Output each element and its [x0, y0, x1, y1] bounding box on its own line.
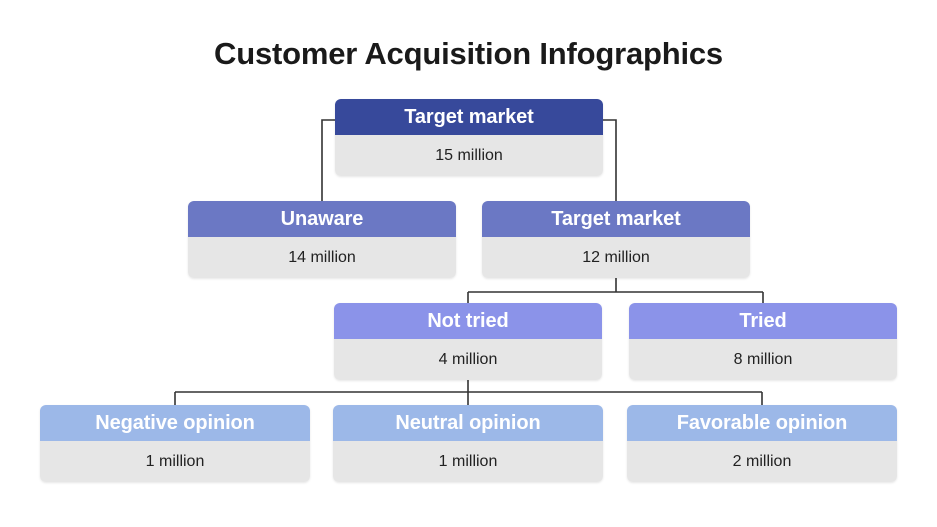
node-value: 8 million: [629, 339, 897, 380]
node-target-market-second[interactable]: Target market 12 million: [482, 201, 750, 278]
node-header-label: Favorable opinion: [627, 405, 897, 441]
node-value: 1 million: [333, 441, 603, 482]
node-target-market-top[interactable]: Target market 15 million: [335, 99, 603, 176]
node-header-label: Not tried: [334, 303, 602, 339]
node-tried[interactable]: Tried 8 million: [629, 303, 897, 380]
node-header-label: Neutral opinion: [333, 405, 603, 441]
node-not-tried[interactable]: Not tried 4 million: [334, 303, 602, 380]
page-title: Customer Acquisition Infographics: [214, 36, 723, 71]
node-header-label: Target market: [482, 201, 750, 237]
node-value: 15 million: [335, 135, 603, 176]
node-value: 12 million: [482, 237, 750, 278]
node-header-label: Unaware: [188, 201, 456, 237]
edge-top-to-target2: [603, 119, 617, 201]
node-value: 4 million: [334, 339, 602, 380]
node-value: 2 million: [627, 441, 897, 482]
node-unaware[interactable]: Unaware 14 million: [188, 201, 456, 278]
node-value: 14 million: [188, 237, 456, 278]
edge-top-to-unaware: [321, 119, 335, 201]
node-header-label: Tried: [629, 303, 897, 339]
node-value: 1 million: [40, 441, 310, 482]
node-favorable-opinion[interactable]: Favorable opinion 2 million: [627, 405, 897, 482]
node-header-label: Negative opinion: [40, 405, 310, 441]
node-negative-opinion[interactable]: Negative opinion 1 million: [40, 405, 310, 482]
node-header-label: Target market: [335, 99, 603, 135]
node-neutral-opinion[interactable]: Neutral opinion 1 million: [333, 405, 603, 482]
